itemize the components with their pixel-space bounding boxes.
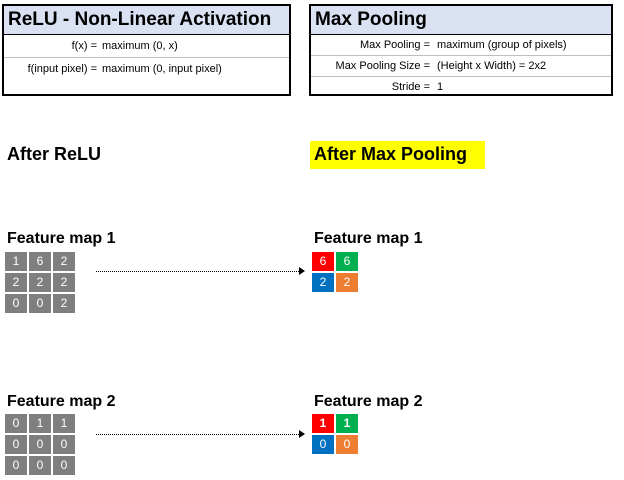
relu-cell: 2 — [53, 273, 75, 292]
pooled-cell: 6 — [336, 252, 358, 271]
relu-row-label: f(x) = — [71, 40, 97, 52]
pooled-cell: 0 — [336, 435, 358, 454]
relu-cell: 2 — [29, 273, 51, 292]
pooled-cell: 2 — [312, 273, 334, 292]
maxpool-row: Max Pooling = maximum (group of pixels) — [311, 35, 611, 56]
maxpool-row-value: (Height x Width) = 2x2 — [437, 60, 547, 72]
maxpool-row-value: maximum (group of pixels) — [437, 39, 567, 51]
relu-cell: 2 — [53, 294, 75, 313]
relu-cell: 0 — [5, 414, 27, 433]
relu-cell: 0 — [53, 456, 75, 475]
pooled-cell: 1 — [336, 414, 358, 433]
relu-cell: 2 — [5, 273, 27, 292]
relu-definition-box: ReLU - Non-Linear Activation f(x) = maxi… — [2, 4, 291, 96]
relu-cell: 0 — [29, 435, 51, 454]
after-max-pooling-heading: After Max Pooling — [310, 141, 486, 169]
relu-row: f(x) = maximum (0, x) — [4, 35, 289, 58]
pooled-cell: 1 — [312, 414, 334, 433]
maxpool-row-label: Max Pooling = — [359, 39, 430, 51]
feature-map-2-label: Feature map 2 — [7, 393, 116, 410]
relu-title: ReLU - Non-Linear Activation — [4, 6, 289, 35]
maxpool-row-value: 1 — [437, 81, 444, 93]
maxpool-row: Max Pooling Size = (Height x Width) = 2x… — [311, 56, 611, 77]
relu-cell: 0 — [5, 456, 27, 475]
relu-row-value: maximum (0, x) — [102, 40, 178, 52]
maxpool-row-label: Max Pooling Size = — [335, 60, 430, 72]
relu-row-value: maximum (0, input pixel) — [102, 63, 222, 75]
arrow-icon — [96, 430, 305, 438]
maxpool-row-label: Stride = — [391, 81, 430, 93]
relu-cell: 0 — [5, 435, 27, 454]
arrow-icon — [96, 267, 305, 275]
maxpool-title: Max Pooling — [311, 6, 611, 35]
relu-cell: 1 — [5, 252, 27, 271]
pooled-cell: 6 — [312, 252, 334, 271]
relu-cell: 2 — [53, 252, 75, 271]
relu-cell: 1 — [53, 414, 75, 433]
pooled-cell: 2 — [336, 273, 358, 292]
relu-cell: 0 — [29, 294, 51, 313]
feature-map-1-label: Feature map 1 — [7, 230, 116, 247]
relu-cell: 0 — [29, 456, 51, 475]
maxpool-row: Stride = 1 — [311, 77, 611, 97]
feature-map-1-pooled-label: Feature map 1 — [314, 230, 423, 247]
relu-cell: 0 — [5, 294, 27, 313]
relu-row-label: f(input pixel) = — [27, 63, 97, 75]
relu-cell: 6 — [29, 252, 51, 271]
pooled-cell: 0 — [312, 435, 334, 454]
relu-cell: 1 — [29, 414, 51, 433]
feature-map-2-pooled-label: Feature map 2 — [314, 393, 423, 410]
relu-cell: 0 — [53, 435, 75, 454]
relu-row: f(input pixel) = maximum (0, input pixel… — [4, 58, 289, 80]
maxpool-definition-box: Max Pooling Max Pooling = maximum (group… — [309, 4, 613, 96]
after-relu-heading: After ReLU — [7, 144, 102, 164]
